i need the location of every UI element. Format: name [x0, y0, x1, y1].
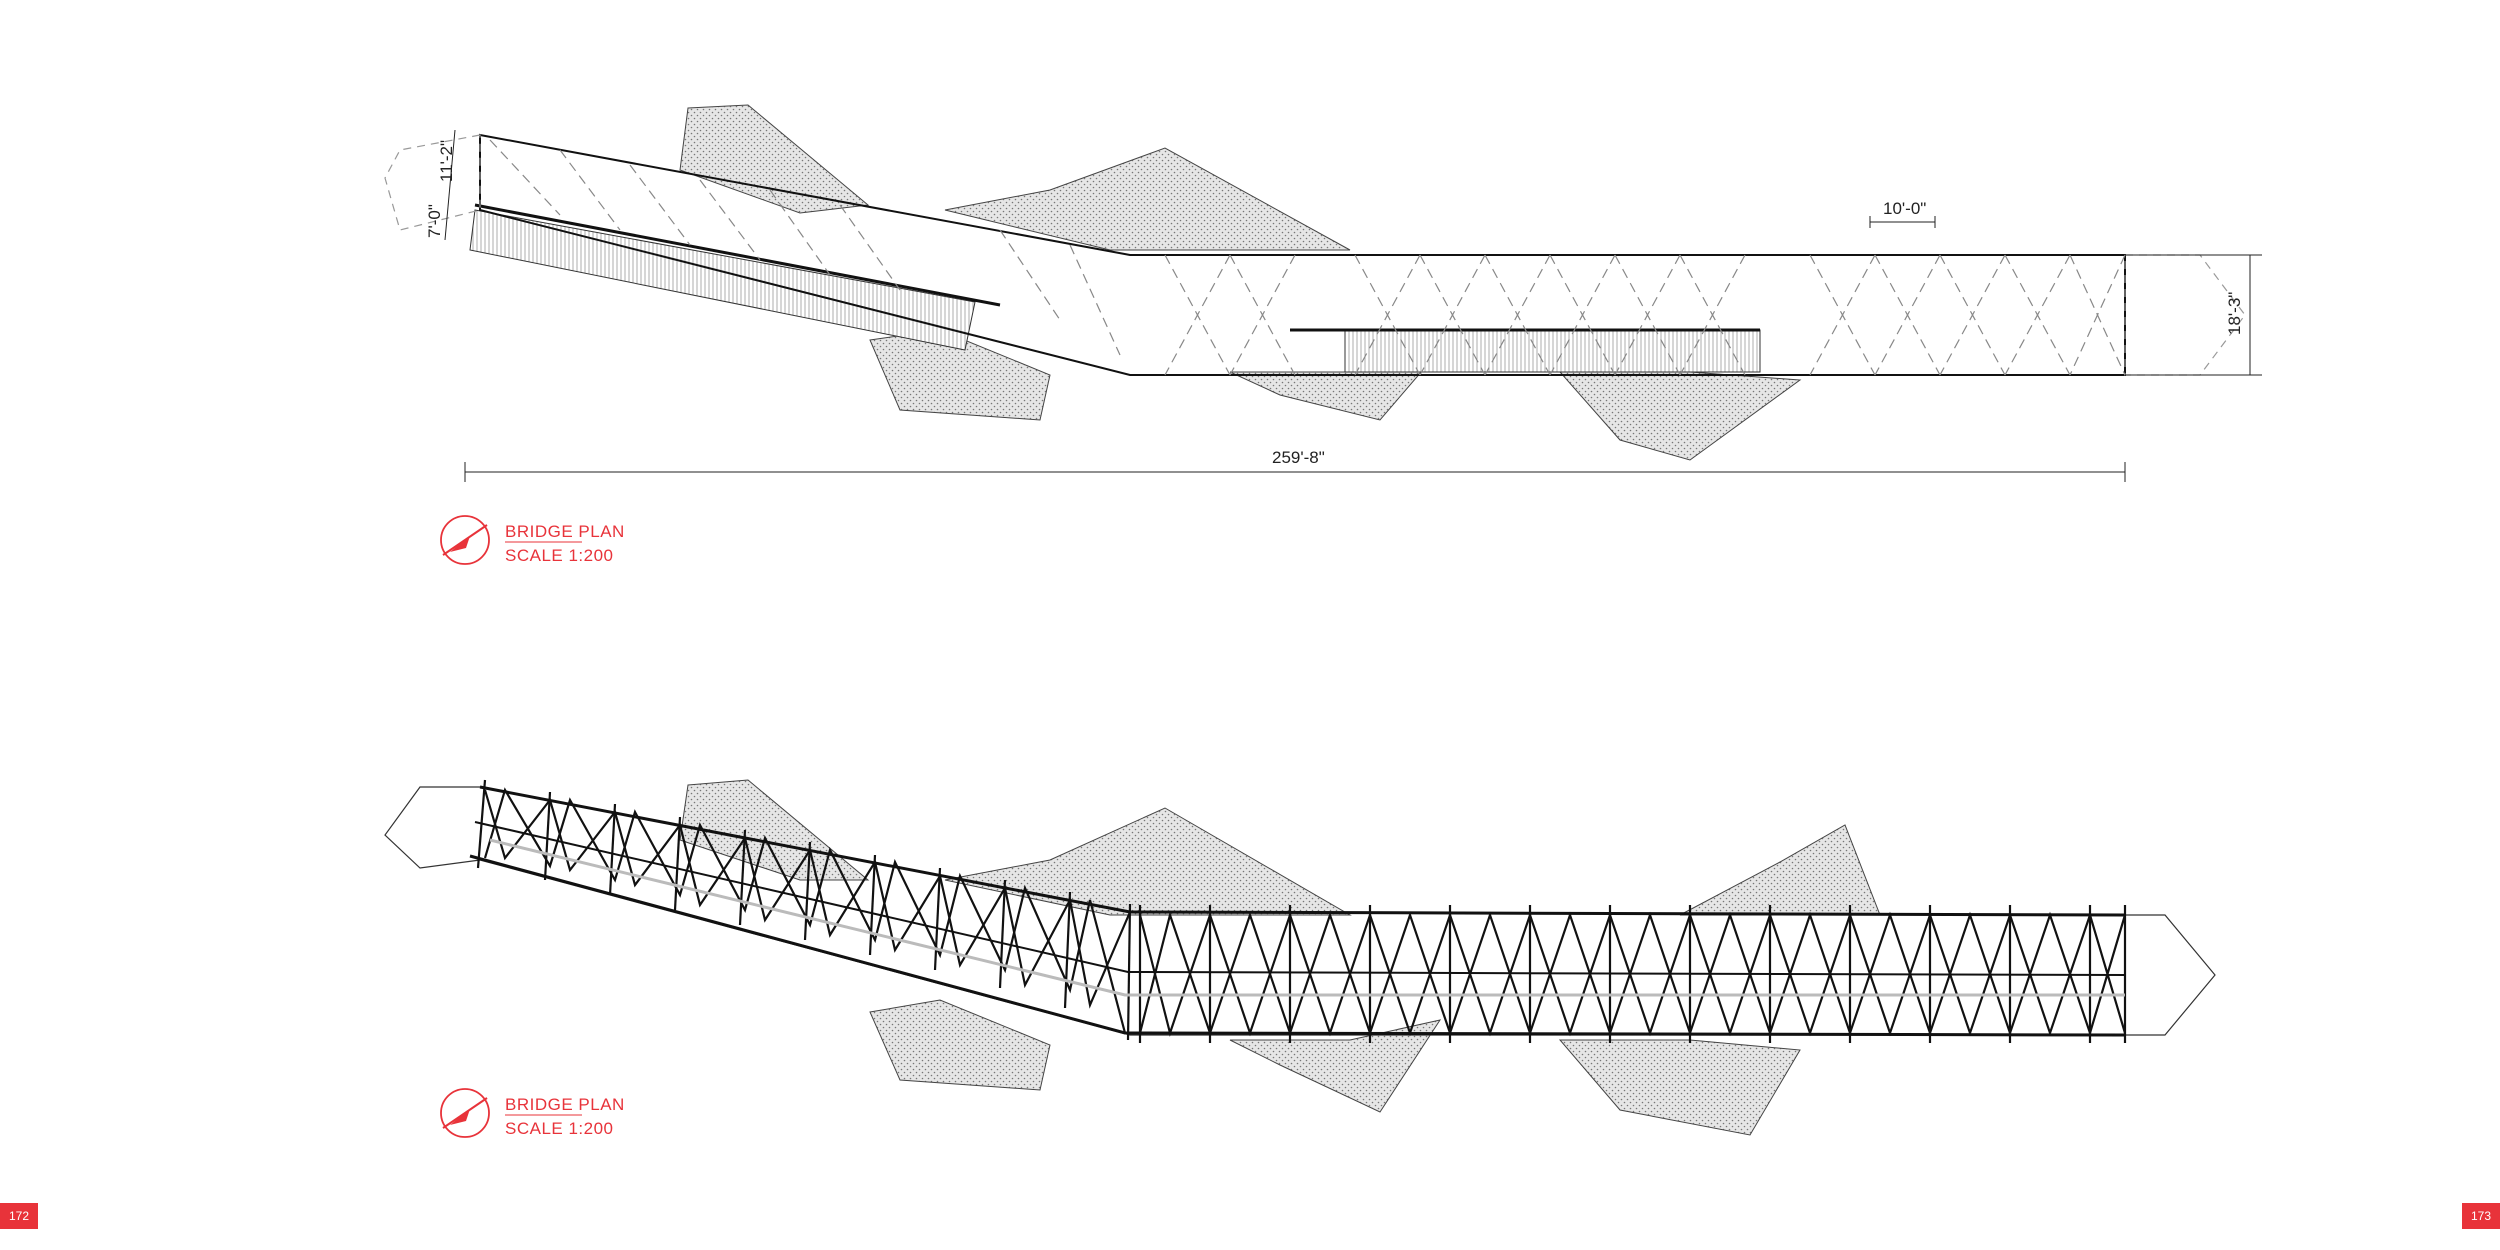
north-arrow-icon: [440, 1088, 490, 1138]
north-arrow-icon: [440, 515, 490, 565]
dimension-lines-top: [444, 129, 2262, 482]
deck-grating: [489, 838, 2125, 997]
page-number-left: 172: [0, 1203, 38, 1229]
end-taper-top: [384, 134, 481, 231]
overall-length-dimension: 259'-8": [1272, 448, 1325, 467]
terrain-patches-bottom: [679, 779, 1881, 1136]
ramp-hatch-top: [469, 209, 976, 351]
plan-title-top: BRIDGE PLAN: [505, 522, 625, 541]
page-number-right: 173: [2462, 1203, 2500, 1229]
plan-title-block-bottom: BRIDGE PLAN SCALE 1:200: [440, 1088, 625, 1138]
end-width-lower-dimension: 7'-0": [425, 204, 444, 238]
bay-spacing-dimension: 10'-0": [1883, 199, 1926, 218]
bridge-plan-top: 259'-8" 18'-3" 10'-0" 11'-2" 7'-0" BRIDG…: [384, 104, 2262, 565]
ramp-edge-top: [474, 203, 1001, 307]
end-width-upper-dimension: 11'-2": [437, 140, 456, 182]
deck-hatch-top: [1344, 329, 1761, 373]
terrain-patches-top: [679, 104, 1802, 461]
bridge-plan-bottom: BRIDGE PLAN SCALE 1:200: [384, 779, 2216, 1138]
plan-scale-bottom: SCALE 1:200: [505, 1119, 614, 1138]
truss-web-members: [476, 779, 2127, 1043]
bay-lines-top: [489, 139, 2126, 376]
width-dimension: 18'-3": [2225, 292, 2244, 335]
plan-title-block-top: BRIDGE PLAN SCALE 1:200: [440, 515, 625, 565]
plan-scale-top: SCALE 1:200: [505, 546, 614, 565]
plan-title-bottom: BRIDGE PLAN: [505, 1095, 625, 1114]
